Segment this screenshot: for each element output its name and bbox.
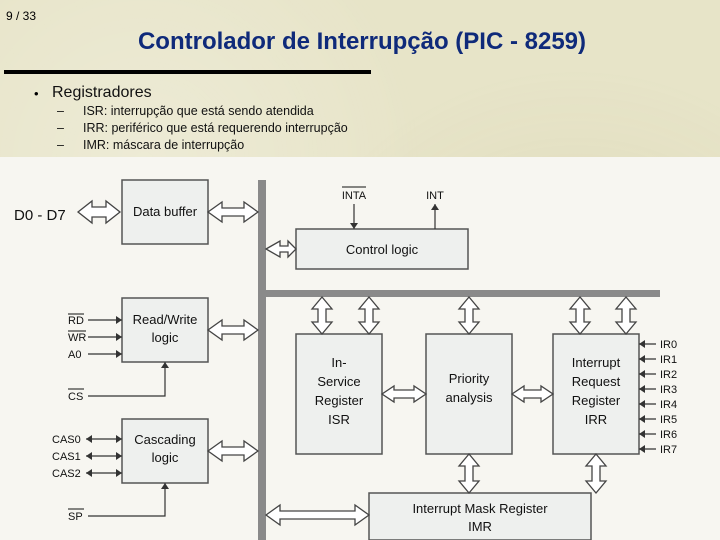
isr-label-line4: ISR [328, 412, 350, 427]
read-write-bus-arrow [206, 318, 260, 342]
cas2-label: CAS2 [52, 468, 81, 480]
vertical-bus [258, 180, 266, 540]
ir-label-4: IR4 [660, 399, 677, 411]
d0-d7-label: D0 - D7 [14, 207, 66, 224]
read-write-label-line2: logic [152, 330, 179, 345]
ir-label-6: IR6 [660, 429, 677, 441]
a0-label: A0 [68, 349, 81, 361]
rd-arrowhead [116, 316, 122, 324]
inta-arrowhead [350, 223, 358, 229]
bullet-marker: • [34, 86, 39, 101]
ir-arrowhead-6 [639, 430, 645, 438]
title-rule [4, 70, 371, 74]
pic-8259-block-diagram: D0 - D7 Data buffer Control logic INTA I… [0, 157, 720, 540]
irr-label-line1: Interrupt [572, 355, 621, 370]
cs-label: CS [68, 391, 83, 403]
ir-label-0: IR0 [660, 339, 677, 351]
irr-label-line3: Register [572, 393, 621, 408]
data-buffer-block [121, 179, 209, 245]
rd-label: RD [68, 315, 84, 327]
slide-number: 9 / 33 [6, 9, 37, 23]
wr-label: WR [68, 332, 86, 344]
ir-arrowhead-0 [639, 340, 645, 348]
priority-label-line1: Priority [449, 371, 490, 386]
d0-d7-bus-arrow [76, 199, 122, 225]
read-write-logic-block [121, 297, 209, 363]
bus-isr-arrow-2 [357, 295, 381, 336]
int-label: INT [426, 190, 444, 202]
sp-wire [88, 483, 166, 517]
bus-irr-arrow-2 [614, 295, 638, 336]
sp-label: SP [68, 511, 83, 523]
cs-arrowhead [161, 362, 169, 368]
bus-priority-arrow [457, 295, 481, 336]
isr-block [295, 333, 383, 455]
slide-title: Controlador de Interrupção (PIC - 8259) [137, 28, 587, 55]
imr-block [368, 492, 592, 540]
ir-label-5: IR5 [660, 414, 677, 426]
isr-priority-arrow [380, 384, 428, 404]
ir-arrowhead-1 [639, 355, 645, 363]
subitem-irr-text: IRR: periférico que está requerendo inte… [83, 121, 348, 135]
inta-label: INTA [342, 190, 367, 202]
sp-arrowhead [161, 483, 169, 489]
cas1-label: CAS1 [52, 451, 81, 463]
ir-label-2: IR2 [660, 369, 677, 381]
read-write-label-line1: Read/Write [133, 312, 198, 327]
subitem-imr-text: IMR: máscara de interrupção [83, 138, 245, 152]
irr-block [552, 333, 640, 455]
bus-imr-arrow [264, 503, 371, 527]
irr-label-line2: Request [572, 374, 621, 389]
cas2-arrowhead-right [116, 469, 122, 477]
priority-irr-arrow [510, 384, 555, 404]
subitem-isr: –ISR: interrupção que está sendo atendid… [57, 104, 314, 118]
cas2-arrowhead-left [86, 469, 92, 477]
ir-arrowhead-2 [639, 370, 645, 378]
data-buffer-bus-arrow [206, 200, 260, 224]
control-logic-block [295, 228, 469, 270]
ir-label-7: IR7 [660, 444, 677, 456]
bus-irr-arrow [568, 295, 592, 336]
diagram-svg: D0 - D7 Data buffer Control logic INTA I… [14, 179, 677, 540]
data-buffer-label: Data buffer [133, 204, 198, 219]
control-logic-label: Control logic [346, 242, 419, 257]
ir-arrowhead-7 [639, 445, 645, 453]
horizontal-bus [258, 290, 660, 297]
ir-label-1: IR1 [660, 354, 677, 366]
cas1-arrowhead-left [86, 452, 92, 460]
bus-isr-arrow [310, 295, 334, 336]
cs-wire [88, 362, 166, 397]
isr-label-line2: Service [317, 374, 360, 389]
subitem-imr: –IMR: máscara de interrupção [57, 138, 245, 152]
ir-arrowhead-4 [639, 400, 645, 408]
irr-imr-arrow [584, 452, 608, 495]
cas0-arrowhead-right [116, 435, 122, 443]
cas1-arrowhead-right [116, 452, 122, 460]
priority-label-line2: analysis [446, 390, 493, 405]
subitem-isr-text: ISR: interrupção que está sendo atendida [83, 104, 314, 118]
subitem-irr: –IRR: periférico que está requerendo int… [57, 121, 348, 135]
wr-arrowhead [116, 333, 122, 341]
cas0-arrowhead-left [86, 435, 92, 443]
imr-label-line2: IMR [468, 519, 492, 534]
cascading-bus-arrow [206, 439, 260, 463]
int-arrowhead [431, 204, 439, 210]
bullet-heading: Registradores [52, 84, 152, 101]
control-logic-bus-arrow [264, 239, 297, 259]
cascading-label-line2: logic [152, 450, 179, 465]
isr-label-line3: Register [315, 393, 364, 408]
ir-label-3: IR3 [660, 384, 677, 396]
cas0-label: CAS0 [52, 434, 81, 446]
a0-arrowhead [116, 350, 122, 358]
cascading-label-line1: Cascading [134, 432, 195, 447]
priority-imr-arrow [457, 452, 481, 495]
imr-label-line1: Interrupt Mask Register [412, 501, 548, 516]
isr-label-line1: In- [331, 355, 346, 370]
irr-label-line4: IRR [585, 412, 607, 427]
ir-arrowhead-3 [639, 385, 645, 393]
ir-arrowhead-5 [639, 415, 645, 423]
